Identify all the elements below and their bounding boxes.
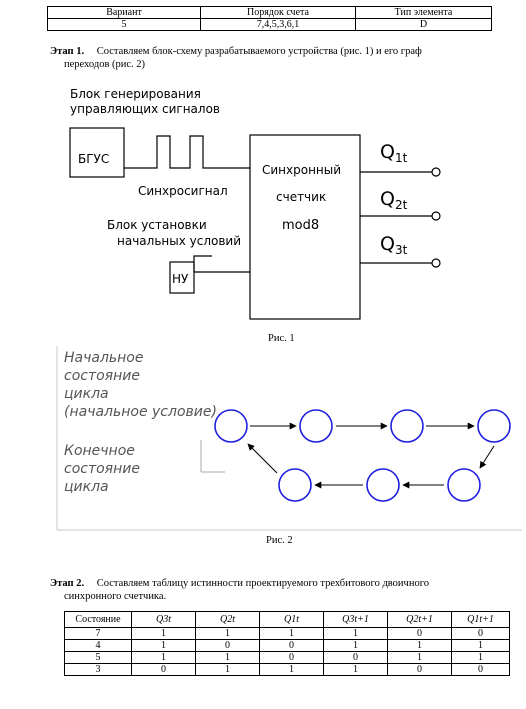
table-row: 4 1 0 0 1 1 1 [64,639,510,652]
fig2-caption: Рис. 2 [266,535,293,546]
end-label-line1: Конечное [64,443,135,459]
bgus-caption-line1: Блок генерирования [70,87,201,101]
state-node [299,409,333,443]
table-cell: 0 [259,639,324,652]
table-cell: 0 [387,663,452,676]
table-cell: 1 [195,651,260,664]
state-node [477,409,511,443]
variant-table-header-row: Вариант Порядок счета Тип элемента [47,6,492,19]
q3t1-header: Q3t+1 [323,611,388,628]
table-cell: 0 [451,627,510,640]
table-cell: 0 [387,627,452,640]
stage1-label: Этап 1. [50,46,85,57]
element-type-value: D [355,18,492,31]
q3t-header: Q3t [131,611,196,628]
counter-block [249,134,361,320]
nu-caption-line2: начальных условий [117,234,241,248]
nu-label: НУ [172,272,189,286]
table-cell: 3 [64,663,132,676]
start-label-line1: Начальное [64,350,144,366]
q1-output-label: Q1t [380,141,408,165]
counter-label-line3: mod8 [282,218,319,233]
table-cell: 1 [131,627,196,640]
table-row: 5 1 1 0 0 1 1 [64,651,510,664]
end-label-line2: состояние [64,461,140,477]
transition-arrow [247,443,278,474]
q1-output-terminal [431,167,441,177]
q3-output-terminal [431,258,441,268]
table-cell: 7 [64,627,132,640]
nu-connector-stub [193,255,212,272]
table-cell: 1 [387,639,452,652]
stage2-label: Этап 2. [50,578,85,589]
block-diagram: Блок генерирования управляющих сигналов … [69,87,441,320]
table-cell: 0 [259,651,324,664]
start-label-line4: (начальное условие) [64,404,217,420]
variant-table: Вариант Порядок счета Тип элемента 5 7,4… [47,6,492,31]
stage1-paragraph: Этап 1. Составляем блок-схему разрабатыв… [50,45,490,71]
table-cell: 1 [195,663,260,676]
q2t1-header: Q2t+1 [387,611,452,628]
table-cell: 1 [451,651,510,664]
stage1-text-line2: переходов (рис. 2) [64,59,146,70]
start-label-line3: цикла [64,386,109,402]
table-cell: 1 [131,639,196,652]
nu-block [169,261,195,294]
table-cell: 1 [323,639,388,652]
truth-table: Состояние Q3t Q2t Q1t Q3t+1 Q2t+1 Q1t+1 … [64,611,510,676]
state-node [447,468,481,502]
bgus-block [69,127,125,178]
table-row: 7 1 1 1 1 0 0 [64,627,510,640]
table-cell: 0 [323,651,388,664]
transition-arrow [479,445,495,469]
stage2-text-line1: Составляем таблицу истинности проектируе… [96,578,429,589]
table-cell: 0 [195,639,260,652]
table-row: 3 0 1 1 1 0 0 [64,663,510,676]
bgus-caption-line2: управляющих сигналов [70,102,220,116]
q2-output-label: Q2t [380,188,408,212]
table-cell: 1 [323,627,388,640]
stage2-text-line2: синхронного счетчика. [64,591,167,602]
stage1-text-line1: Составляем блок-схему разрабатываемого у… [96,46,422,57]
end-label-line3: цикла [64,479,109,495]
q2t-header: Q2t [195,611,260,628]
variant-table-row: 5 7,4,5,3,6,1 D [47,18,492,31]
q1t1-header: Q1t+1 [451,611,510,628]
variant-value: 5 [47,18,201,31]
table-cell: 1 [259,627,324,640]
element-type-header: Тип элемента [355,6,492,19]
fig1-caption: Рис. 1 [268,333,295,344]
state-node [278,468,312,502]
bgus-label: БГУС [78,152,109,166]
table-cell: 0 [451,663,510,676]
table-cell: 0 [131,663,196,676]
q1t-header: Q1t [259,611,324,628]
table-cell: 5 [64,651,132,664]
table-cell: 1 [387,651,452,664]
q3-output-label: Q3t [380,233,408,257]
state-node [366,468,400,502]
variant-header: Вариант [47,6,201,19]
table-cell: 1 [323,663,388,676]
sync-signal-label: Синхросигнал [138,184,228,198]
nu-caption-line1: Блок установки [107,218,207,232]
state-graph: Начальное состояние цикла (начальное усл… [56,346,522,531]
q2-output-terminal [431,211,441,221]
table-cell: 1 [195,627,260,640]
counter-label-line2: счетчик [276,190,326,204]
state-node [390,409,424,443]
stage2-paragraph: Этап 2. Составляем таблицу истинности пр… [50,577,490,603]
count-order-header: Порядок счета [200,6,356,19]
table-cell: 1 [451,639,510,652]
state-header: Состояние [64,611,132,628]
state-node [214,409,248,443]
sync-pulse-waveform [124,135,250,169]
start-label-line2: состояние [64,368,140,384]
counter-label-line1: Синхронный [262,163,341,177]
count-order-value: 7,4,5,3,6,1 [200,18,356,31]
table-cell: 1 [131,651,196,664]
table-cell: 1 [259,663,324,676]
table-cell: 4 [64,639,132,652]
truth-table-header-row: Состояние Q3t Q2t Q1t Q3t+1 Q2t+1 Q1t+1 [64,611,510,628]
